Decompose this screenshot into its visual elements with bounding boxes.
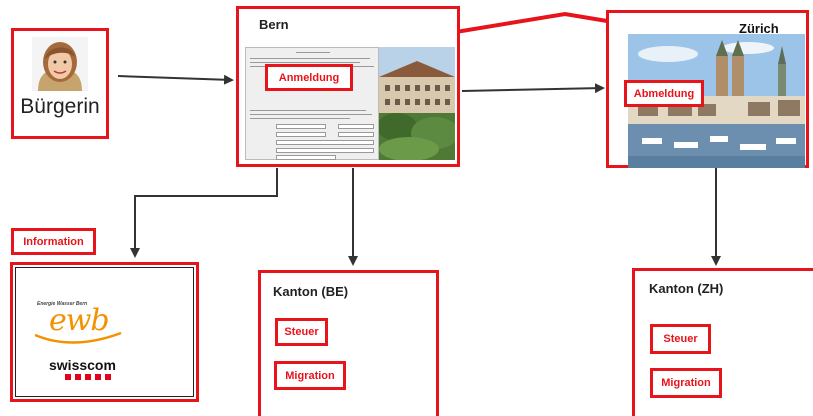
kanton-zh-box: Kanton (ZH) Steuer Migration [632,268,813,416]
bern-building-photo-icon [379,47,455,160]
anmeldung-badge: Anmeldung [265,64,353,91]
kanton-be-migration: Migration [274,361,346,390]
kanton-be-box: Kanton (BE) Steuer Migration [258,270,439,416]
abmeldung-badge: Abmeldung [624,80,704,107]
information-inner-frame [15,267,194,397]
kanton-be-steuer: Steuer [275,318,328,346]
woman-portrait-icon [32,37,88,91]
zurich-cityscape-photo-icon [628,34,805,168]
arrow-bern-to-zurich [461,83,605,94]
ewb-tagline: Energie Wasser Bern [37,301,88,307]
kanton-zh-title: Kanton (ZH) [649,281,724,296]
zurich-box: Zürich Abmeldung [606,10,809,168]
citizen-box: Bürgerin [11,28,109,139]
swisscom-dots-icon [65,374,111,380]
bern-box: Bern Anmeldung [236,6,460,167]
ewb-logo: ewb [49,303,110,338]
information-label: Information [11,228,96,255]
bern-title: Bern [259,17,289,32]
arrow-bern-to-information [130,168,278,258]
ewb-swoosh-icon [34,331,122,344]
arrow-citizen-to-bern [117,74,234,85]
zurich-title: Zürich [739,21,779,36]
kanton-be-title: Kanton (BE) [273,284,349,299]
kanton-zh-migration: Migration [650,368,722,398]
information-box: Energie Wasser Bern ewb swisscom [10,262,199,402]
citizen-label: Bürgerin [20,95,100,118]
kanton-zh-steuer: Steuer [650,324,711,354]
swisscom-logo: swisscom [49,357,116,373]
